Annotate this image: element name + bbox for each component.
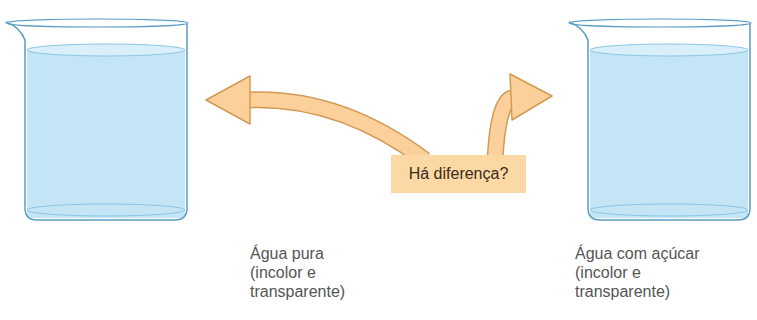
water-surface: [27, 44, 185, 56]
water: [27, 50, 185, 218]
beaker-bottom: [590, 204, 748, 216]
arrow-right: [495, 74, 552, 160]
beaker-rim: [569, 19, 751, 27]
beaker-caption: Água com açúcar (incolor e transparente): [575, 244, 713, 301]
arrow-shaft: [495, 98, 512, 160]
question-box: Há diferença?: [391, 155, 526, 193]
arrow-shaft: [248, 100, 425, 160]
question-text: Há diferença?: [409, 165, 509, 183]
beaker-left: [6, 19, 188, 220]
arrow-shaft-outline: [495, 98, 512, 160]
arrow-left: [206, 76, 425, 160]
beaker-rim: [6, 19, 188, 27]
arrow-head: [510, 74, 552, 120]
beaker-right: [569, 19, 751, 220]
water-surface: [590, 44, 748, 56]
beaker-bottom: [27, 204, 185, 216]
beaker-outline: [569, 22, 750, 220]
arrow-head: [206, 76, 250, 124]
beaker-caption: Água pura (incolor e transparente): [250, 244, 362, 301]
arrow-shaft-outline: [248, 100, 425, 160]
beaker-outline: [6, 22, 187, 220]
water: [590, 50, 748, 218]
